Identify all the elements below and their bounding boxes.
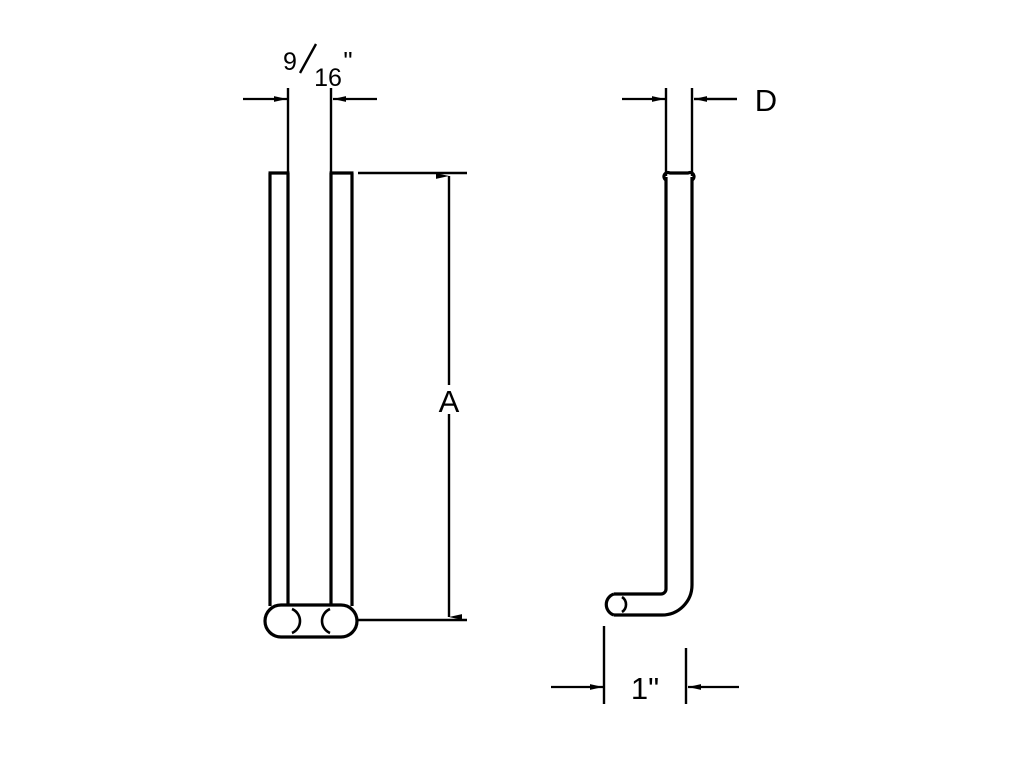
u-bend-right-radius-mark xyxy=(320,607,331,635)
depth-dimension-group: D xyxy=(622,83,777,176)
spacing-dimension-denominator: 16 xyxy=(314,64,342,92)
u-bend-left-radius-mark xyxy=(291,607,302,635)
lbend-inner-wall xyxy=(614,177,668,596)
spacing-dimension-unit: " xyxy=(343,46,352,76)
length-dimension-group: A xyxy=(358,171,467,622)
spacing-dimension-numerator: 9 xyxy=(283,48,297,76)
lbend-end-radius-mark xyxy=(621,595,628,614)
foot-dimension-label: 1" xyxy=(631,671,659,706)
lbend-outer-wall xyxy=(614,177,694,617)
spacing-dimension-group: 9 16 " xyxy=(243,43,377,176)
side-view-lbend xyxy=(604,170,696,617)
foot-dimension-group: 1" xyxy=(551,626,739,706)
depth-dimension-label: D xyxy=(755,83,777,118)
lbend-end-cap xyxy=(604,592,615,617)
lbend-top-cap xyxy=(662,170,696,182)
u-bend-outline xyxy=(263,603,359,639)
length-dimension-label: A xyxy=(439,384,460,419)
fraction-slash xyxy=(298,43,318,74)
front-view-hairpin xyxy=(263,171,359,639)
